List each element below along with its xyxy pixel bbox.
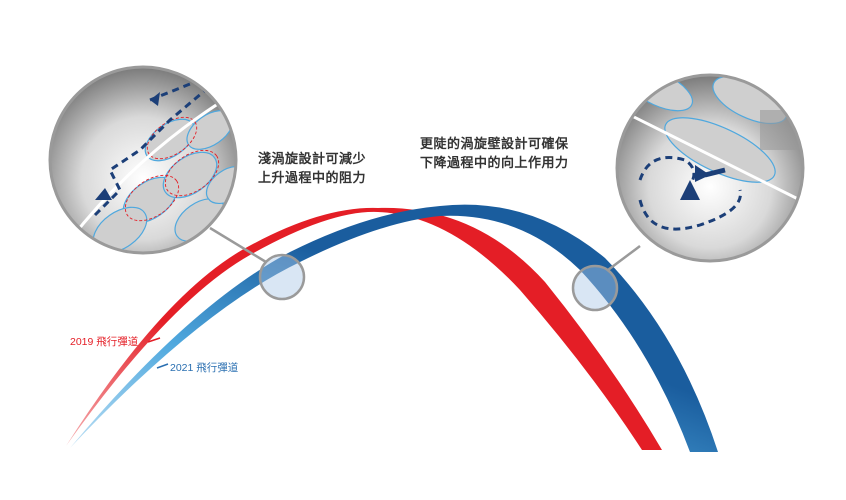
label-tick-2021 — [156, 363, 169, 369]
connector-right — [607, 245, 641, 271]
trajectory-2019 — [66, 207, 662, 450]
label-2019: 2019 飛行彈道 — [70, 336, 139, 348]
caption-ascent-line2: 上升過程中的阻力 — [258, 171, 367, 186]
magnified-ball-descent — [615, 73, 805, 263]
focus-ring-descent — [571, 264, 619, 312]
label-tick-2019 — [147, 337, 161, 343]
magnified-ball-ascent — [48, 65, 238, 255]
caption-descent-line2: 下降過程中的向上作用力 — [420, 156, 569, 171]
caption-descent-line1: 更陡的渦旋壁設計可確保 — [420, 137, 569, 152]
label-2021: 2021 飛行彈道 — [170, 362, 239, 374]
caption-ascent-line1: 淺渦旋設計可減少 — [258, 152, 367, 167]
caption-descent: 更陡的渦旋壁設計可確保 下降過程中的向上作用力 — [420, 135, 569, 173]
connector-left — [209, 226, 267, 264]
caption-ascent: 淺渦旋設計可減少 上升過程中的阻力 — [258, 150, 366, 188]
focus-ring-ascent — [258, 253, 306, 301]
